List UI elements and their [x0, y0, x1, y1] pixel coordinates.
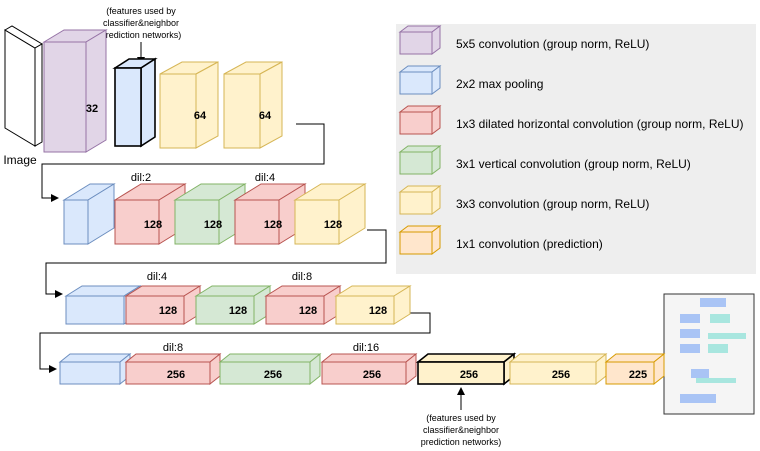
vconv-block-r4-1: [218, 352, 322, 386]
legend-label-purple: 5x5 convolution (group norm, ReLU): [456, 37, 649, 51]
dilation-label-r4-1: dil:16: [353, 342, 379, 354]
dilation-label-r2-1: dil:4: [255, 172, 275, 184]
dilconv-block-r3-1: [124, 285, 202, 325]
legend-label-yellow: 3x3 convolution (group norm, ReLU): [456, 197, 649, 211]
conv3x3-block-r3-label: 128: [369, 305, 387, 317]
blocks-layer: 32 64 64 128 128 128 128 128 128 128 128 256 256 256 2…: [42, 29, 666, 386]
image-label: Image: [3, 153, 37, 167]
dilation-label-r3-0: dil:4: [147, 271, 167, 283]
maxpool-block-2: [62, 183, 116, 245]
dilconv-block-r4-2-label: 256: [363, 369, 381, 381]
legend-label-orange: 1x1 convolution (prediction): [456, 237, 603, 251]
dilconv-block-r2-1-label: 128: [144, 219, 162, 231]
dilation-labels: dil:2 dil:4 dil:4 dil:8 dil:8 dil:16: [131, 172, 379, 354]
vconv-block-r4-1-label: 256: [264, 369, 282, 381]
svg-text:(features used by: (features used by: [106, 6, 176, 16]
svg-text:prediction networks): prediction networks): [421, 437, 502, 447]
conv3x3-block-r2-label: 128: [324, 219, 342, 231]
top-note: (features used by classifier&neighbor pr…: [101, 6, 182, 40]
output-preview: [663, 293, 755, 415]
conv3x3-block-r3: [334, 285, 412, 325]
legend-panel: [396, 24, 756, 274]
bottom-note: (features used by classifier&neighbor pr…: [421, 413, 502, 447]
legend-swatch-red: [398, 105, 442, 135]
conv3x3-label-1: 64: [194, 110, 207, 122]
conv1x1-prediction-block: [604, 352, 666, 386]
dilation-label-r3-1: dil:8: [292, 271, 312, 283]
maxpool-block-1: [112, 57, 158, 148]
svg-text:(features used by: (features used by: [426, 413, 496, 423]
dilation-label-r2-0: dil:2: [131, 172, 151, 184]
conv3x3-block-r4-1-label: 256: [460, 369, 478, 381]
conv5x5-label: 32: [86, 103, 98, 115]
legend-swatch-green: [398, 145, 442, 175]
legend-swatch-orange: [398, 225, 442, 255]
dilconv-block-r4-2: [320, 352, 418, 386]
connector-row3-row4: [39, 312, 431, 373]
dilconv-block-r4-1-label: 256: [167, 369, 185, 381]
conv3x3-block-2: [223, 61, 283, 149]
input-image: [4, 25, 43, 147]
vconv-block-r3-1-label: 128: [229, 305, 247, 317]
maxpool-block-4: [58, 352, 132, 386]
legend-swatch-blue: [398, 65, 442, 95]
svg-text:prediction networks): prediction networks): [101, 30, 182, 40]
conv3x3-block-1: [159, 61, 219, 149]
legend-label-blue: 2x2 max pooling: [456, 77, 543, 91]
connector-row1-row2: [41, 123, 325, 202]
svg-text:classifier&neighbor: classifier&neighbor: [103, 18, 179, 28]
dilation-label-r4-0: dil:8: [163, 342, 183, 354]
legend: 5x5 convolution (group norm, ReLU) 2x2 ma…: [398, 25, 744, 255]
conv3x3-block-r4-2-label: 256: [552, 369, 570, 381]
conv3x3-block-r2: [293, 183, 367, 245]
legend-swatch-purple: [398, 25, 442, 55]
legend-label-green: 3x1 vertical convolution (group norm, Re…: [456, 157, 691, 171]
dilconv-block-r4-1: [124, 352, 222, 386]
conv1x1-prediction-block-label: 225: [629, 369, 647, 381]
vconv-block-r2-1-label: 128: [204, 219, 222, 231]
conv3x3-block-r4-2: [508, 352, 608, 386]
dilconv-block-r3-2-label: 128: [299, 305, 317, 317]
dilconv-block-r2-2-label: 128: [264, 219, 282, 231]
legend-swatch-yellow: [398, 185, 442, 215]
conv3x3-label-2: 64: [259, 110, 272, 122]
conv5x5-block: [42, 29, 108, 153]
svg-text:classifier&neighbor: classifier&neighbor: [423, 425, 499, 435]
connector-row2-row3: [45, 229, 387, 298]
dilconv-block-r3-1-label: 128: [159, 305, 177, 317]
legend-label-red: 1x3 dilated horizontal convolution (grou…: [456, 117, 744, 131]
